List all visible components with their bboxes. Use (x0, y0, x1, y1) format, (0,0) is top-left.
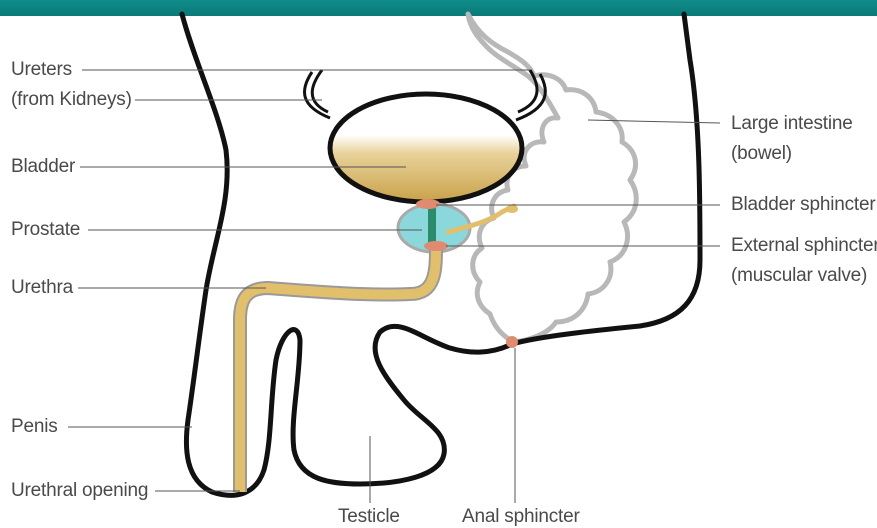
label-testicle: Testicle (338, 506, 400, 528)
label-penis: Penis (11, 416, 58, 438)
label-ureters-sub: (from Kidneys) (11, 89, 132, 111)
vas-deferens-end (506, 205, 518, 213)
label-anal-sphincter: Anal sphincter (462, 506, 580, 528)
label-urethra: Urethra (11, 277, 73, 299)
label-prostate: Prostate (11, 219, 80, 241)
bladder (330, 94, 522, 202)
external-sphincter (424, 241, 448, 251)
label-external-sphincter: External sphincter (731, 235, 877, 257)
anal-sphincter (506, 336, 518, 348)
label-bladder-sphincter: Bladder sphincter (731, 194, 875, 216)
bladder-sphincter (416, 199, 440, 209)
label-external-sphincter-sub: (muscular valve) (731, 265, 867, 287)
label-urethral-opening: Urethral opening (11, 480, 148, 502)
left-ureter (305, 70, 330, 118)
label-ureters: Ureters (11, 59, 72, 81)
label-bladder: Bladder (11, 156, 75, 178)
label-large-intestine-sub: (bowel) (731, 143, 792, 165)
label-large-intestine: Large intestine (731, 113, 853, 135)
